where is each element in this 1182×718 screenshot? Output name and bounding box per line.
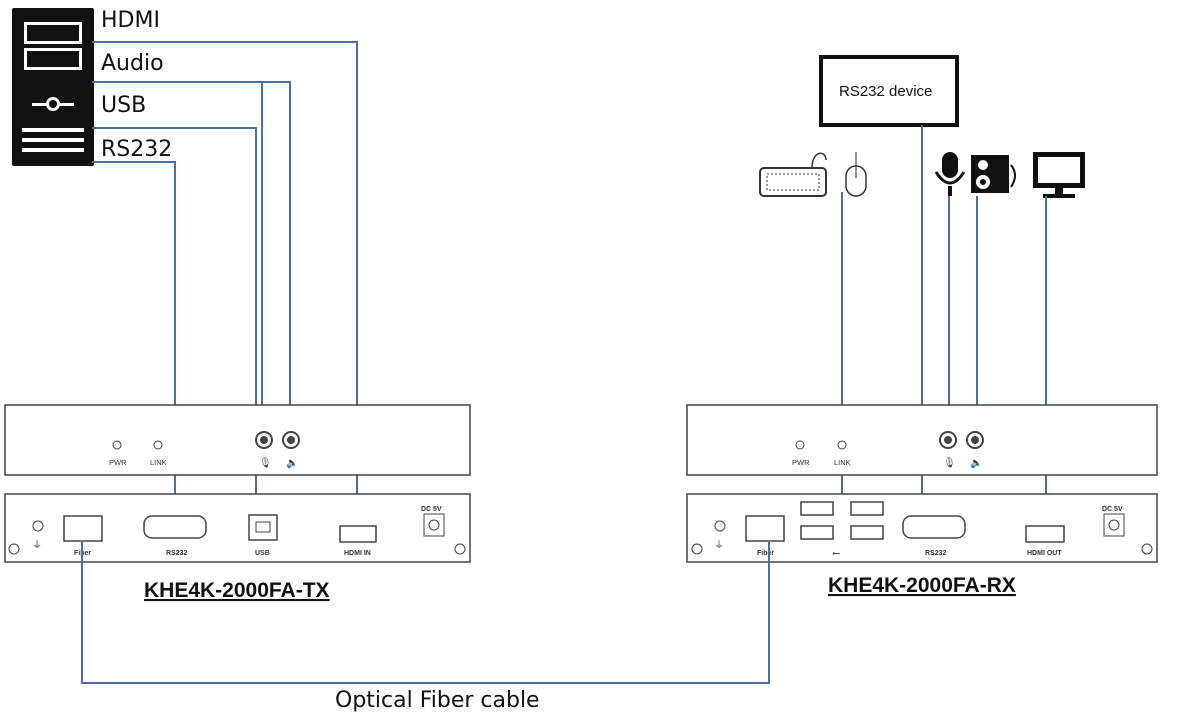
pc-usb-label: USB: [101, 93, 146, 118]
tx-hdmi-label: HDMI IN: [344, 550, 371, 557]
wire-audio-tx-a: [92, 81, 291, 440]
rx-front-panel: [686, 404, 1158, 476]
speaker-icon: [971, 155, 1016, 193]
rx-pwr-label: PWR: [792, 458, 810, 467]
tx-unit: PWR LINK 🎙 🔈 ⏚ Fiber RS232 USB HDMI IN D…: [4, 404, 471, 563]
mouse-icon: [845, 152, 867, 197]
rs232-device-box: [819, 55, 959, 127]
rx-mic-icon: 🎙: [943, 457, 956, 469]
tx-dc-port: [423, 513, 445, 537]
rx-rs232-port: [902, 515, 966, 539]
tx-pwr-label: PWR: [109, 458, 127, 467]
tx-usb-label: USB: [255, 550, 270, 557]
svg-text:⏚: ⏚: [32, 539, 42, 551]
pc-rs232-label: RS232: [101, 137, 172, 162]
tx-speaker-icon: 🔈: [286, 458, 298, 469]
rx-model-label: KHE4K-2000FA-RX: [828, 574, 1016, 597]
tx-ground-icon: [32, 520, 44, 532]
rx-hdmi-label: HDMI OUT: [1027, 550, 1062, 557]
tx-front-panel: [4, 404, 471, 476]
pc-audio-label: Audio: [101, 51, 164, 76]
rx-fiber-label: Fiber: [757, 550, 774, 557]
microphone-icon: [934, 152, 966, 196]
tx-usb-port: [248, 514, 278, 541]
rx-link-label: LINK: [834, 458, 851, 467]
wire-hdmi-tx: [92, 41, 358, 527]
fiber-cable: [81, 541, 770, 684]
rx-usb-ports: ⭠: [800, 501, 884, 559]
rx-speaker-icon: 🔈: [970, 458, 982, 469]
pc-hdmi-label: HDMI: [101, 8, 160, 33]
rx-ground-icon: [714, 520, 726, 532]
tx-link-label: LINK: [150, 458, 167, 467]
keyboard-icon: [759, 152, 827, 197]
rx-hdmi-port: [1025, 525, 1065, 543]
rs232-device-label: RS232 device: [839, 83, 932, 100]
tx-model-label: KHE4K-2000FA-TX: [144, 579, 330, 602]
tx-mic-icon: 🎙: [259, 457, 272, 469]
monitor-icon: [1033, 152, 1085, 198]
tx-dc-label: DC 5V: [421, 506, 442, 513]
usb-symbol-icon: ⭠: [832, 548, 840, 559]
rx-rs232-label: RS232: [925, 550, 947, 557]
rx-dc-label: DC 5V: [1102, 506, 1123, 513]
tx-hdmi-port: [339, 525, 377, 543]
computer-tower-icon: [12, 8, 94, 166]
rx-unit: PWR LINK 🎙 🔈 ⏚ Fiber ⭠ RS232 HDMI OUT DC…: [686, 404, 1158, 563]
svg-text:⏚: ⏚: [714, 539, 724, 551]
rx-dc-port: [1103, 513, 1125, 537]
tx-fiber-port: [63, 515, 103, 542]
tx-rs232-label: RS232: [166, 550, 188, 557]
rx-fiber-port: [745, 515, 785, 542]
tx-rs232-port: [143, 515, 207, 539]
wire-usb-tx: [92, 127, 257, 527]
fiber-cable-label: Optical Fiber cable: [335, 688, 540, 713]
